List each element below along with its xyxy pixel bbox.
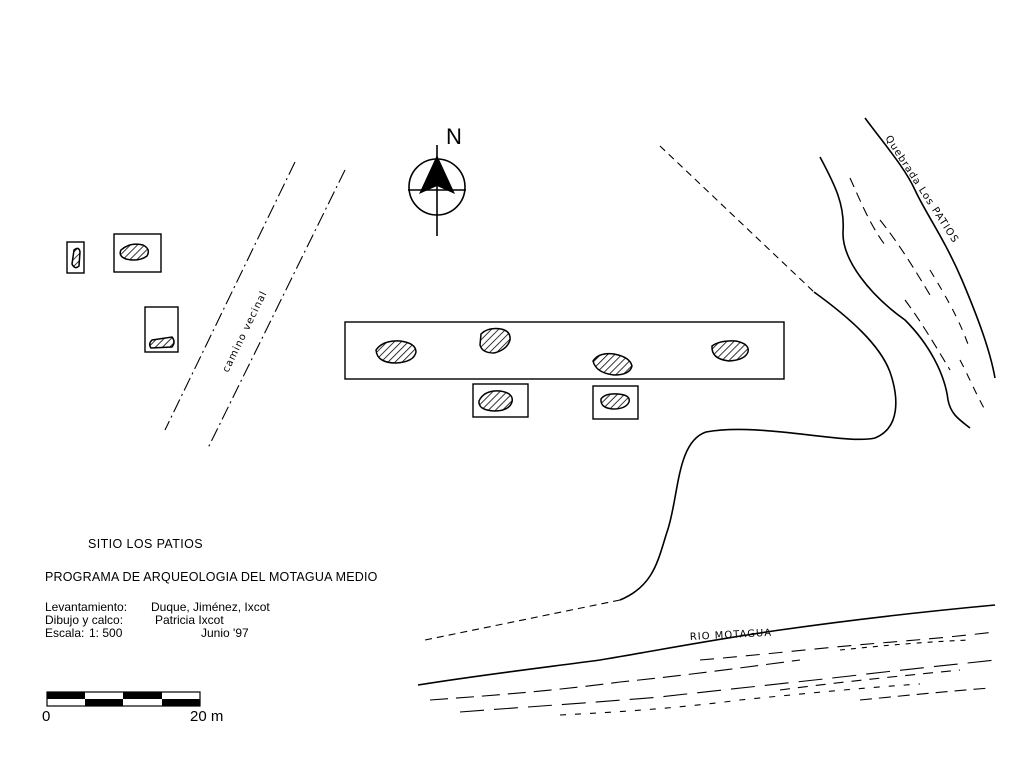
program-name: PROGRAMA DE ARQUEOLOGIA DEL MOTAGUA MEDI… <box>45 570 378 584</box>
scale-credit: Escala: 1: 500 Junio '97 <box>45 627 249 640</box>
drawing-names: Patricia Ixcot <box>155 613 224 627</box>
scale-label: Escala: <box>45 626 85 640</box>
scale-value: 1: 500 <box>89 626 123 640</box>
road-camino-vecinal: camino vecinal <box>164 161 346 449</box>
survey-label: Levantamiento: <box>45 600 128 614</box>
structure-south-1 <box>472 383 529 418</box>
drawing-credit: Dibujo y calco: Patricia Ixcot <box>45 614 224 627</box>
creek-label: Quebrada Los PATIOS <box>882 134 960 246</box>
scale-bar-end: 20 m <box>190 708 224 725</box>
scale-bar <box>46 691 201 707</box>
structure-small-2 <box>113 233 162 273</box>
north-arrow-icon: N <box>408 124 466 236</box>
creek-quebrada-los-patios: Quebrada Los PATIOS <box>819 117 996 429</box>
terrace-edge <box>424 145 897 641</box>
drawing-label: Dibujo y calco: <box>45 613 124 627</box>
site-title: SITIO LOS PATIOS <box>88 537 203 551</box>
structure-small-1 <box>66 241 85 274</box>
river-label: RIO MOTAGUA <box>690 628 773 643</box>
structure-south-2 <box>592 385 639 420</box>
river-rio-motagua: RIO MOTAGUA <box>417 604 996 716</box>
south-structures <box>472 383 639 420</box>
road-label: camino vecinal <box>221 289 270 374</box>
date: Junio '97 <box>201 626 249 640</box>
scale-bar-start: 0 <box>42 708 51 725</box>
survey-credit: Levantamiento: Duque, Jiménez, Ixcot <box>45 601 270 614</box>
west-structures <box>66 233 179 353</box>
north-label: N <box>446 124 462 149</box>
central-platform <box>344 321 785 380</box>
structure-small-3 <box>144 306 179 353</box>
survey-names: Duque, Jiménez, Ixcot <box>151 600 270 614</box>
